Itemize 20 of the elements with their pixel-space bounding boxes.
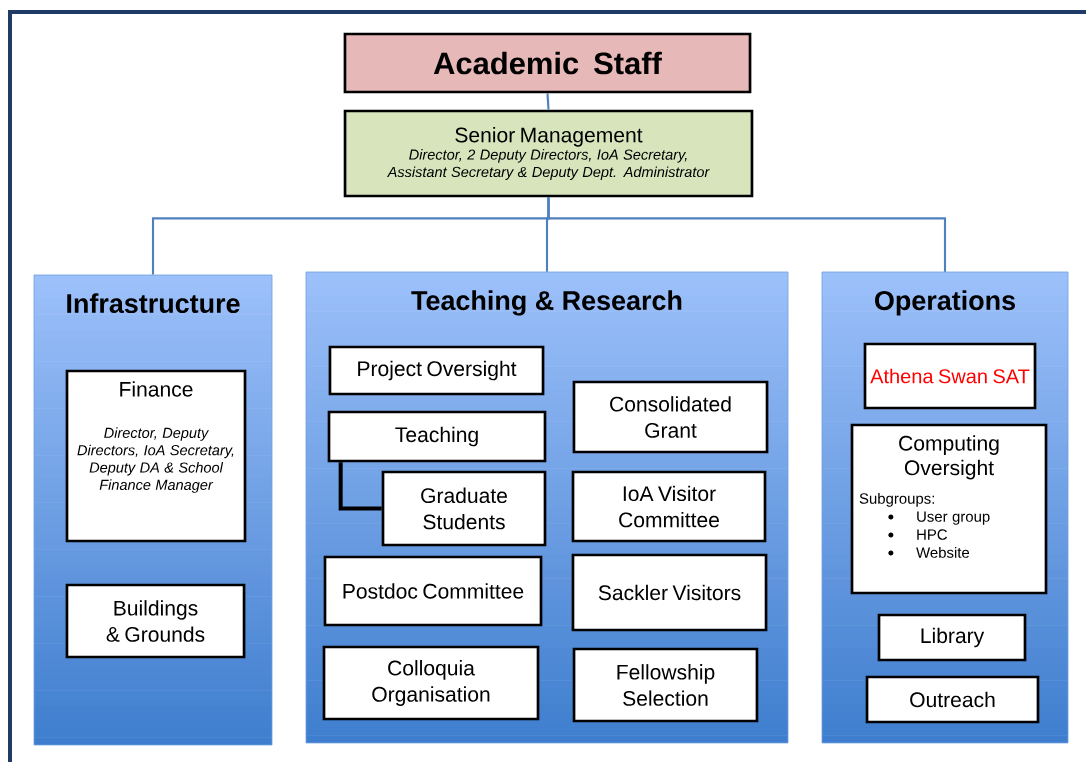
connector-line	[338, 462, 382, 511]
committee-box: Fellowship Selection	[572, 647, 759, 723]
title-box: Academic Staff	[343, 32, 752, 94]
committee-box: Colloquia Organisation	[322, 645, 540, 721]
committee-box: Computing Oversight Subgroups: User group HPC Website	[850, 423, 1048, 595]
committee-box: Athena Swan SAT	[863, 342, 1037, 410]
committee-box: Finance Director, Deputy Directors, IoA Secretary, Deputy DA & School Finance Manager	[65, 369, 247, 543]
committee-box: Postdoc Committee	[323, 555, 543, 627]
connector-line	[547, 197, 947, 272]
committee-box: Project Oversight	[328, 345, 545, 396]
committee-box: Outreach	[865, 675, 1040, 724]
management-box: Senior Management Director, 2 Deputy Directors, IoA Secretary, Assistant Secretary & Deputy Dept. Administrator	[343, 109, 754, 198]
committee-box: Graduate Students	[381, 470, 547, 547]
committee-box: Teaching	[327, 410, 547, 463]
committee-box: Sackler Visitors	[571, 553, 768, 632]
committee-box: IoA Visitor Committee	[571, 470, 767, 543]
committee-box: Consolidated Grant	[572, 380, 769, 454]
committee-box: Buildings & Grounds	[65, 583, 246, 659]
committee-box: Library	[877, 613, 1027, 662]
connector-line	[546, 93, 550, 110]
